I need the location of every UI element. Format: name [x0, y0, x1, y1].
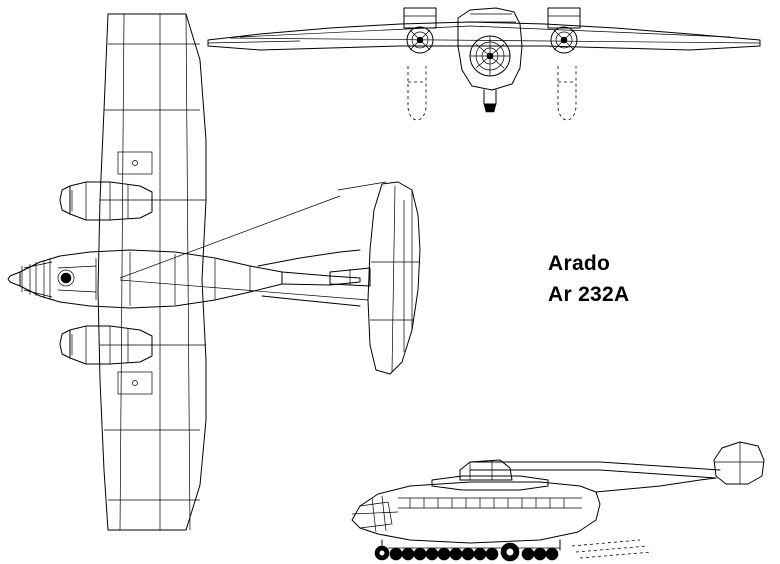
caption-line-2: Ar 232A [548, 283, 630, 306]
front-view [207, 7, 761, 121]
side-view [351, 441, 765, 562]
plan-view [7, 13, 387, 531]
caption-line-1: Arado [548, 252, 611, 275]
front-view-engine-left [403, 7, 437, 54]
drawing-caption: Arado Ar 232A [548, 248, 728, 310]
front-view-engine-right [547, 7, 581, 54]
tail-detail-view [329, 181, 421, 375]
side-view-landing-gear [374, 539, 561, 562]
